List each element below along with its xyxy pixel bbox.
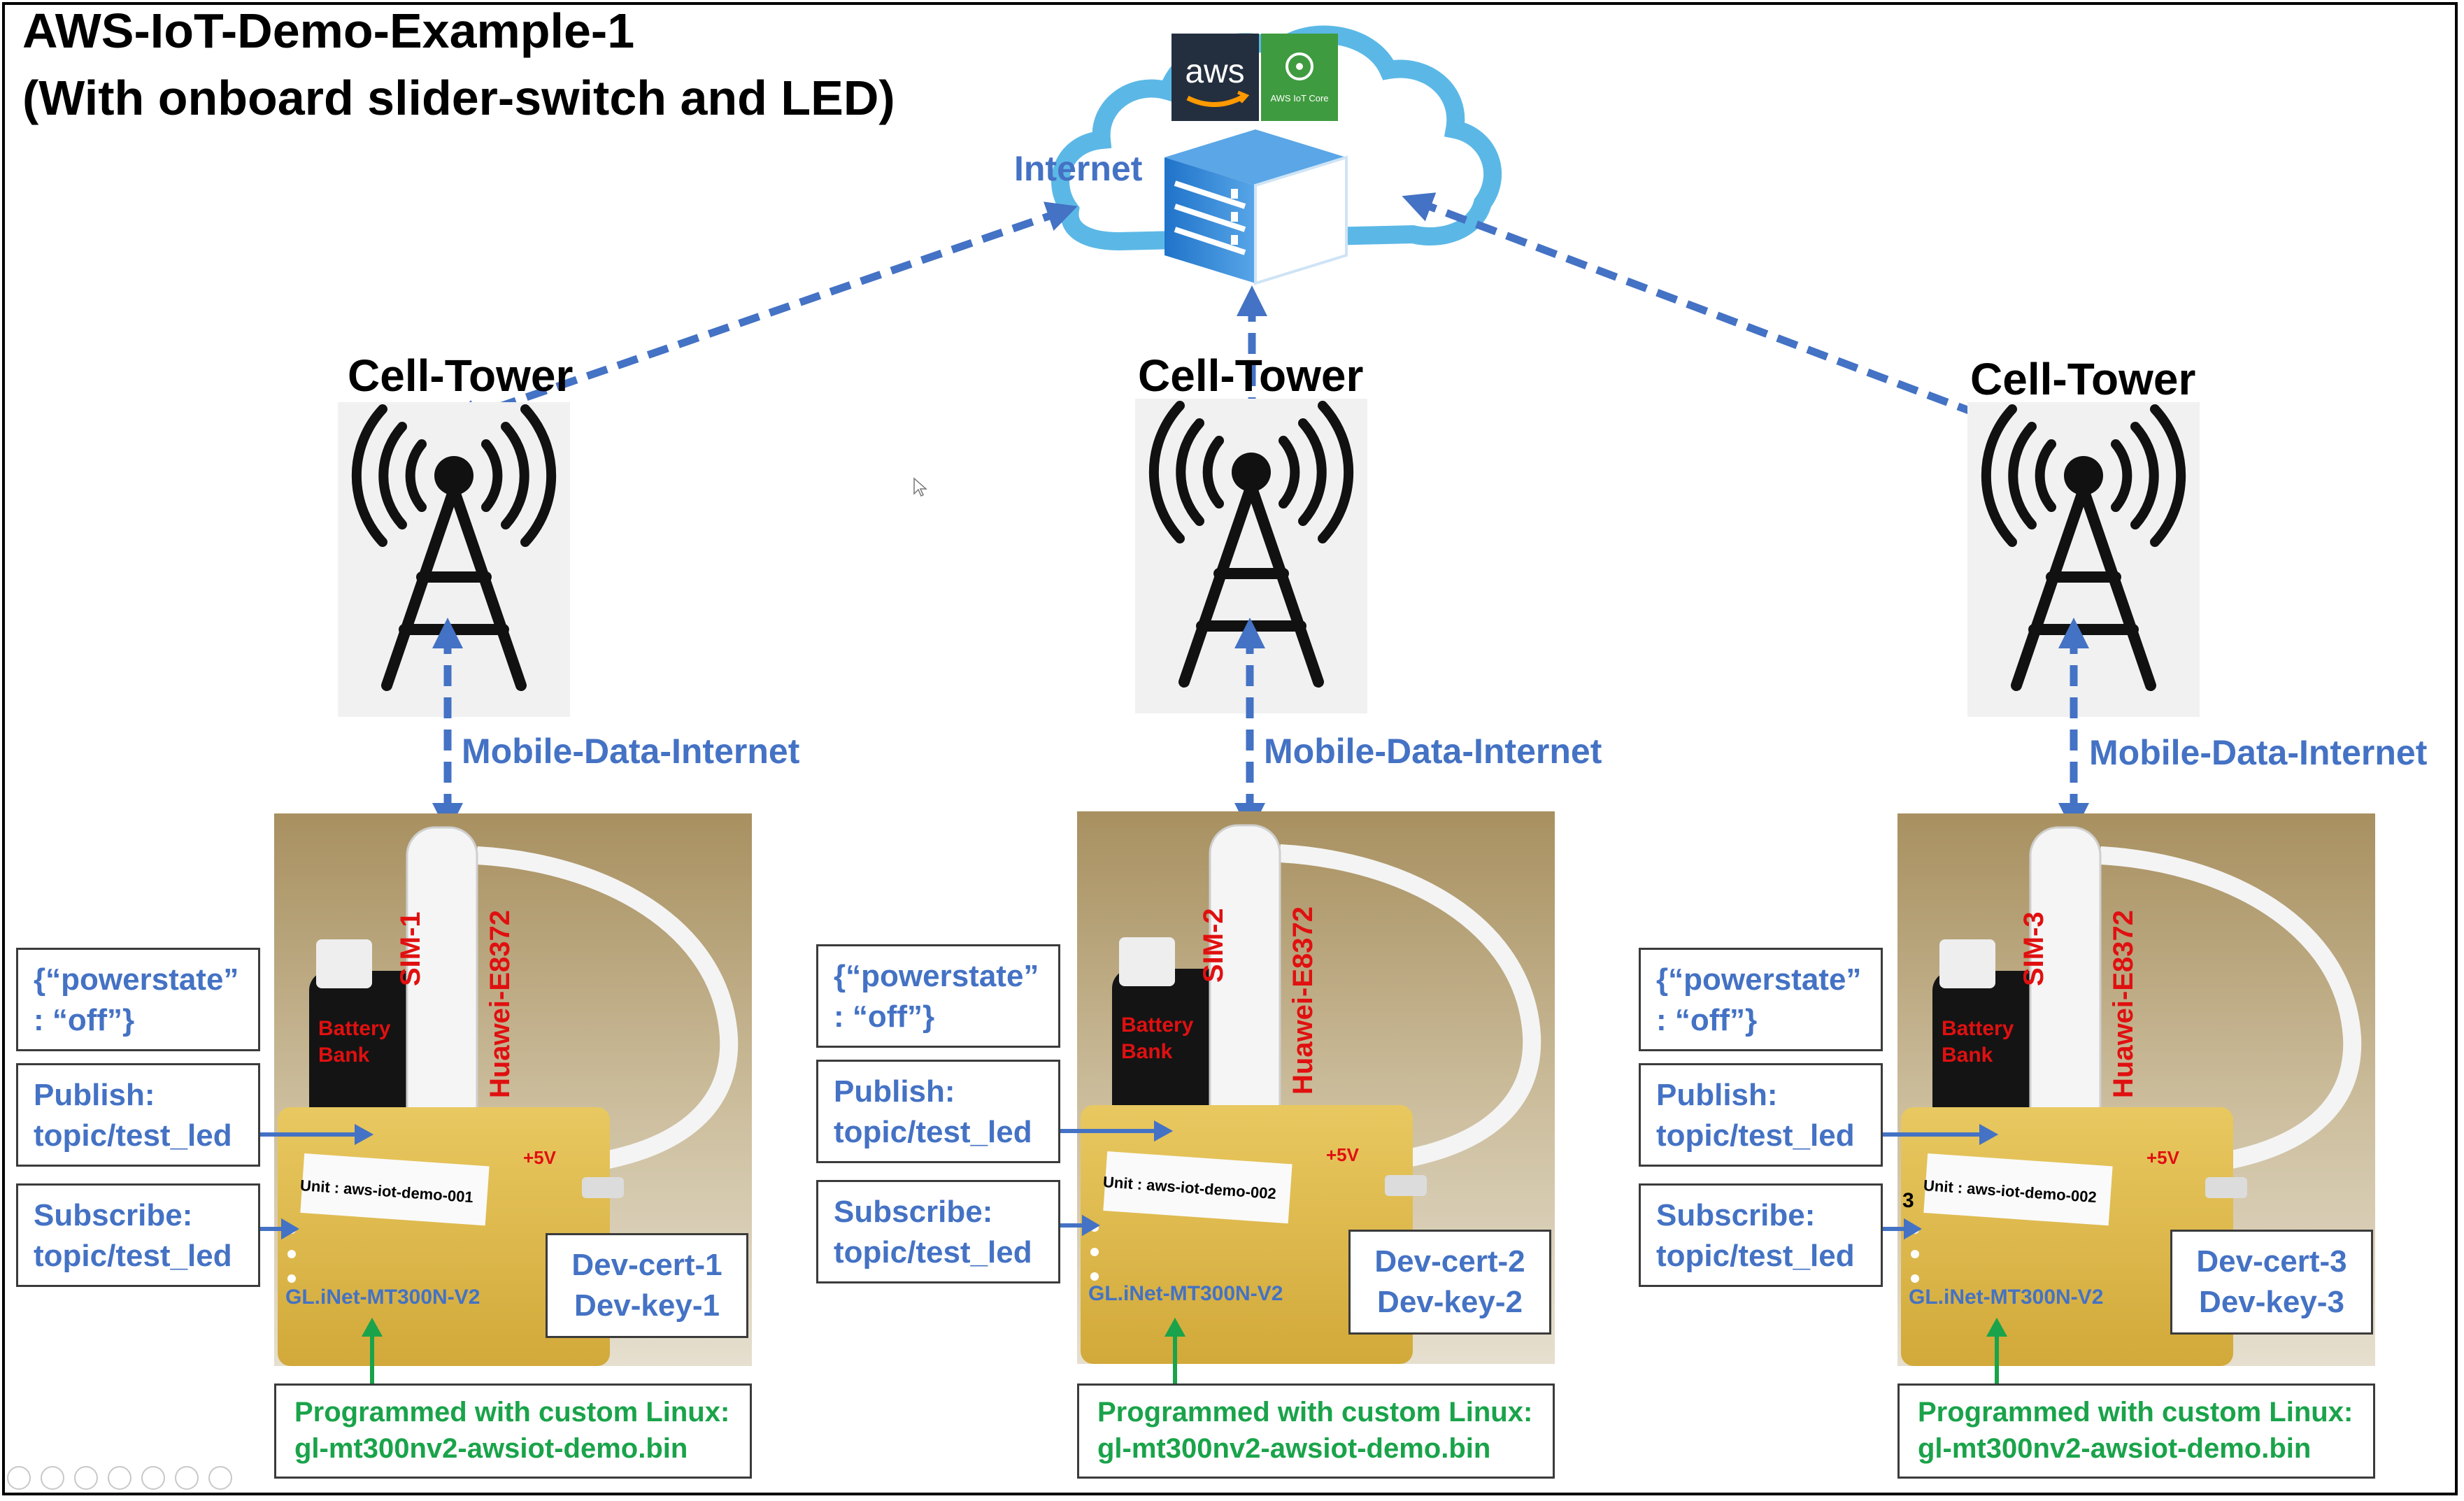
mobile-data-label-2: Mobile-Data-Internet (1264, 732, 1602, 771)
payload-box-2: {“powerstate”: “off”} (816, 944, 1060, 1048)
modem-label-1: Huawei-E8372 (485, 909, 515, 1098)
firmware-box-1: Programmed with custom Linux:gl-mt300nv2… (274, 1383, 752, 1479)
router-label-1: GL.iNet-MT300N-V2 (285, 1286, 480, 1309)
aws-logo (1172, 34, 1259, 121)
cell-tower-label-2: Cell-Tower (1138, 350, 1364, 401)
firmware-arrowhead-3 (1986, 1317, 2008, 1337)
subscribe-arrowhead-3 (1904, 1218, 1922, 1240)
router-label-2: GL.iNet-MT300N-V2 (1088, 1282, 1283, 1305)
payload-box-1: {“powerstate”: “off”} (16, 948, 260, 1051)
subscribe-box-1: Subscribe:topic/test_led (16, 1183, 260, 1287)
modem-label-3: Huawei-E8372 (2108, 909, 2139, 1098)
plus5v-label-2: +5V (1326, 1144, 1359, 1165)
firmware-arrowhead-2 (1164, 1317, 1186, 1337)
firmware-arrowhead-1 (361, 1317, 383, 1337)
mouse-cursor-icon (913, 477, 927, 497)
toolbar-pen-icon[interactable] (74, 1466, 98, 1490)
publish-box-1: Publish:topic/test_led (16, 1063, 260, 1167)
server-icon (1165, 129, 1348, 285)
payload-box-3: {“powerstate”: “off”} (1639, 948, 1883, 1051)
link-cloud-tower-3 (1402, 192, 2074, 454)
title-line-2: (With onboard slider-switch and LED) (22, 71, 895, 125)
cell-tower-icon-3 (1967, 402, 2200, 717)
publish-arrowhead-3 (1979, 1123, 1999, 1146)
iot-core-label: AWS IoT Core (1270, 93, 1328, 104)
cell-tower-label-3: Cell-Tower (1970, 354, 2196, 404)
subscribe-arrowhead-1 (281, 1218, 299, 1240)
link-cloud-tower-1 (447, 201, 1078, 429)
plus5v-label-1: +5V (523, 1147, 556, 1168)
slideshow-toolbar (7, 1466, 232, 1494)
cell-tower-label-1: Cell-Tower (348, 350, 574, 401)
toolbar-prev-icon[interactable] (7, 1466, 31, 1490)
internet-label: Internet (1014, 149, 1143, 188)
mobile-data-label-3: Mobile-Data-Internet (2089, 733, 2428, 772)
toolbar-next-icon[interactable] (41, 1466, 64, 1490)
subscribe-arrowhead-2 (1082, 1214, 1100, 1237)
device-photo-2 (1077, 811, 1555, 1364)
publish-arrowhead-2 (1154, 1120, 1174, 1142)
title-line-1: AWS-IoT-Demo-Example-1 (22, 3, 635, 58)
toolbar-screen-icon[interactable] (175, 1466, 199, 1490)
subscribe-box-3: Subscribe:topic/test_led (1639, 1183, 1883, 1287)
publish-box-2: Publish:topic/test_led (816, 1060, 1060, 1163)
toolbar-zoom-icon[interactable] (141, 1466, 165, 1490)
firmware-box-3: Programmed with custom Linux:gl-mt300nv2… (1897, 1383, 2375, 1479)
cell-tower-icon-1 (338, 402, 570, 717)
router-label-3: GL.iNet-MT300N-V2 (1909, 1286, 2104, 1309)
sim-label-2: SIM-2 (1198, 908, 1229, 983)
plus5v-label-3: +5V (2146, 1147, 2179, 1168)
toolbar-more-icon[interactable] (208, 1466, 232, 1490)
sim-label-3: SIM-3 (2018, 911, 2049, 986)
modem-label-2: Huawei-E8372 (1288, 906, 1318, 1095)
aws-iot-core-logo (1261, 34, 1338, 121)
publish-arrowhead-1 (355, 1123, 374, 1146)
firmware-box-2: Programmed with custom Linux:gl-mt300nv2… (1077, 1383, 1555, 1479)
aws-logo-text: aws (1185, 53, 1244, 90)
toolbar-slides-icon[interactable] (108, 1466, 131, 1490)
publish-box-3: Publish:topic/test_led (1639, 1063, 1883, 1167)
subscribe-box-2: Subscribe:topic/test_led (816, 1180, 1060, 1283)
unit-number-3: 3 (1902, 1189, 1914, 1212)
sim-label-1: SIM-1 (395, 911, 426, 986)
mobile-data-label-1: Mobile-Data-Internet (462, 732, 800, 771)
